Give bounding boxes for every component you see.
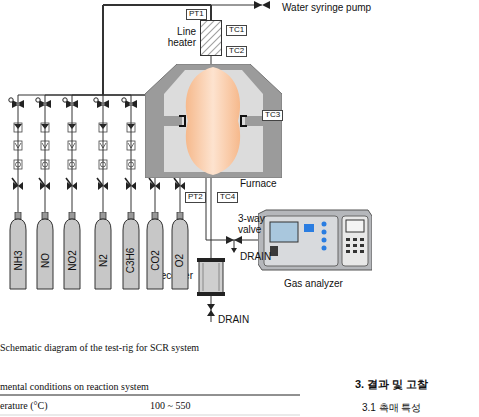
sensor-tag: TC4 — [217, 192, 238, 203]
gas-name: C3H6 — [126, 247, 137, 273]
pump-name: Water syringe pump — [282, 2, 371, 13]
gas-cylinder: NH3 — [9, 212, 27, 290]
sensor-tag: TC2 — [226, 46, 247, 57]
figure-caption: Schematic diagram of the test-rig for SC… — [0, 342, 199, 353]
gas-name: NH3 — [13, 250, 24, 270]
sensor-tag: PT2 — [185, 192, 206, 203]
pipe-line — [211, 178, 212, 258]
gas-name: O2 — [175, 253, 186, 266]
analyzer-node: Gas analyzer — [258, 206, 372, 274]
table-title: mental conditions on reaction system — [0, 381, 149, 392]
sensor-tag: PT1 — [186, 9, 207, 20]
gas-cylinder: C3H6 — [122, 212, 140, 290]
table-cell: erature (°C) — [0, 400, 48, 411]
drain-label: DRAIN — [218, 314, 249, 325]
section-heading: 3. 결과 및 고찰 — [355, 378, 428, 390]
valve-name: 3-way valve — [238, 213, 278, 235]
gas-name: NO2 — [67, 250, 78, 271]
gas-cylinder: CO2 — [146, 212, 164, 290]
gas-cylinder: NO — [36, 212, 54, 290]
gas-cylinder: N2 — [94, 212, 112, 290]
receiver-node: Receiver — [197, 258, 225, 296]
pipe-line — [211, 56, 212, 64]
part-name: Furnace — [240, 178, 277, 189]
gas-name: N2 — [97, 254, 108, 267]
gas-name: NO — [40, 253, 51, 268]
heater-node: Line heater — [200, 20, 222, 56]
gas-name: CO2 — [150, 250, 161, 271]
drain-label: DRAIN — [240, 251, 271, 262]
furnace-node: Furnace — [145, 64, 282, 178]
part-name: Gas analyzer — [284, 278, 343, 289]
gas-cylinder: NO2 — [63, 212, 81, 290]
gas-cylinder: O2 — [171, 212, 189, 290]
sensor-tag: TC3 — [262, 110, 283, 121]
part-name: Line heater — [156, 26, 196, 48]
sensor-tag: TC1 — [226, 25, 247, 36]
section-heading: 3.1 촉매 특성 — [362, 402, 421, 413]
table-cell: 100 ~ 550 — [150, 400, 190, 411]
